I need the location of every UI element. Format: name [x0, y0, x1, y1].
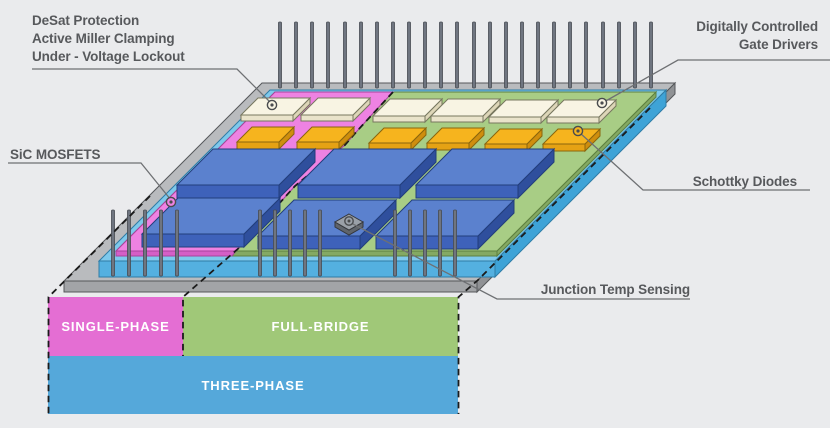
single-phase-region [114, 91, 395, 257]
full-bridge-band: FULL-BRIDGE [183, 297, 458, 356]
full-bridge-band-label: FULL-BRIDGE [271, 319, 370, 334]
cooling-layer [97, 88, 668, 279]
press-fit-pins-back [278, 21, 653, 89]
callout-schottky-diodes: Schottky Diodes [693, 173, 797, 191]
leader-line-gate-drivers [603, 59, 830, 103]
schottky-diode-chip [295, 125, 356, 151]
callout-marker-icon [344, 216, 354, 226]
callout-marker-icon [596, 97, 608, 109]
schottky-diode-chip [367, 126, 428, 152]
gate-driver-chip [239, 96, 312, 123]
callout-desat-protection: DeSat Protection Active Miller Clamping … [32, 12, 185, 66]
callout-marker-icon [266, 99, 278, 111]
callout-line: Junction Temp Sensing [540, 282, 690, 297]
callout-line: Digitally Controlled [696, 19, 818, 34]
callout-marker-icon [572, 125, 584, 137]
baseplate [62, 81, 677, 294]
callout-gate-drivers: Digitally Controlled Gate Drivers [696, 18, 818, 54]
leader-line-sic-mosfets [8, 162, 172, 201]
callout-line: SiC MOSFETS [10, 147, 101, 162]
schottky-diode-chip [541, 127, 602, 153]
leader-line-desat [32, 68, 273, 105]
callout-line: Gate Drivers [738, 37, 818, 52]
callout-line: Under - Voltage Lockout [32, 49, 185, 64]
sic-mosfet-chip [256, 198, 398, 251]
single-phase-band: SINGLE-PHASE [48, 297, 183, 356]
temp-sensor-chip [333, 213, 365, 236]
schottky-diode-chip [425, 126, 486, 152]
callout-line: DeSat Protection [32, 13, 140, 28]
single-phase-band-label: SINGLE-PHASE [61, 319, 170, 334]
sic-mosfet-chip [140, 196, 282, 249]
callout-marker-icon [165, 196, 177, 208]
callout-line: Schottky Diodes [692, 174, 797, 189]
callout-junction-temp: Junction Temp Sensing [541, 281, 690, 299]
gate-driver-chip [371, 97, 444, 124]
gate-driver-chip [545, 98, 618, 125]
schottky-diode-chip [235, 125, 296, 151]
callout-line: Active Miller Clamping [32, 31, 175, 46]
sic-mosfet-chip [175, 147, 317, 200]
gate-driver-chip [487, 98, 560, 125]
schottky-diode-chip [483, 127, 544, 153]
gate-driver-chip [299, 96, 372, 123]
dbc-substrate [114, 90, 658, 258]
three-phase-band-label: THREE-PHASE [201, 377, 305, 393]
sic-mosfet-chip [374, 198, 516, 251]
sic-mosfet-chip [296, 147, 438, 200]
callout-sic-mosfets: SiC MOSFETS [10, 146, 101, 164]
three-phase-band: THREE-PHASE [48, 356, 458, 414]
sic-mosfet-chip [414, 147, 556, 200]
projection-dashed-line-right [457, 107, 651, 414]
gate-driver-chip [429, 97, 502, 124]
press-fit-pins-front [111, 209, 457, 277]
